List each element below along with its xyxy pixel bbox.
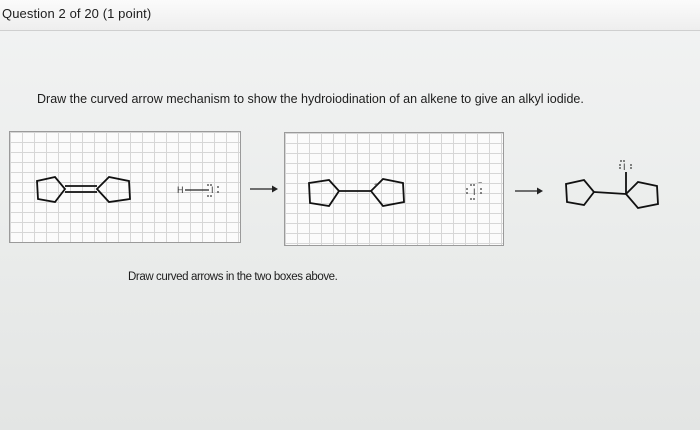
product-iodine-label: I [623, 162, 626, 172]
iodide-ion: I − [466, 180, 482, 200]
carbocation-structure: + [308, 178, 405, 207]
hydrogen-atom-label: H [177, 185, 184, 195]
hydrogen-iodide: H I [177, 184, 219, 197]
iodine-atom-label: I [211, 185, 214, 195]
reaction-arrow-1-icon [250, 185, 278, 193]
mechanism-box-2[interactable]: + I − [284, 132, 504, 246]
negative-charge-label: − [478, 180, 482, 187]
reaction-arrow-2-icon [515, 187, 543, 195]
question-prompt: Draw the curved arrow mechanism to show … [37, 92, 584, 106]
alkene-structure [36, 176, 131, 203]
mechanism-box-1[interactable]: H I [9, 131, 241, 243]
iodide-atom-label: I [473, 187, 476, 197]
product-structure: I [565, 160, 659, 209]
positive-charge-label: + [374, 182, 378, 189]
question-counter: Question 2 of 20 (1 point) [2, 6, 152, 21]
drawing-instruction: Draw curved arrows in the two boxes abov… [128, 271, 338, 283]
question-header: Question 2 of 20 (1 point) [0, 0, 700, 31]
